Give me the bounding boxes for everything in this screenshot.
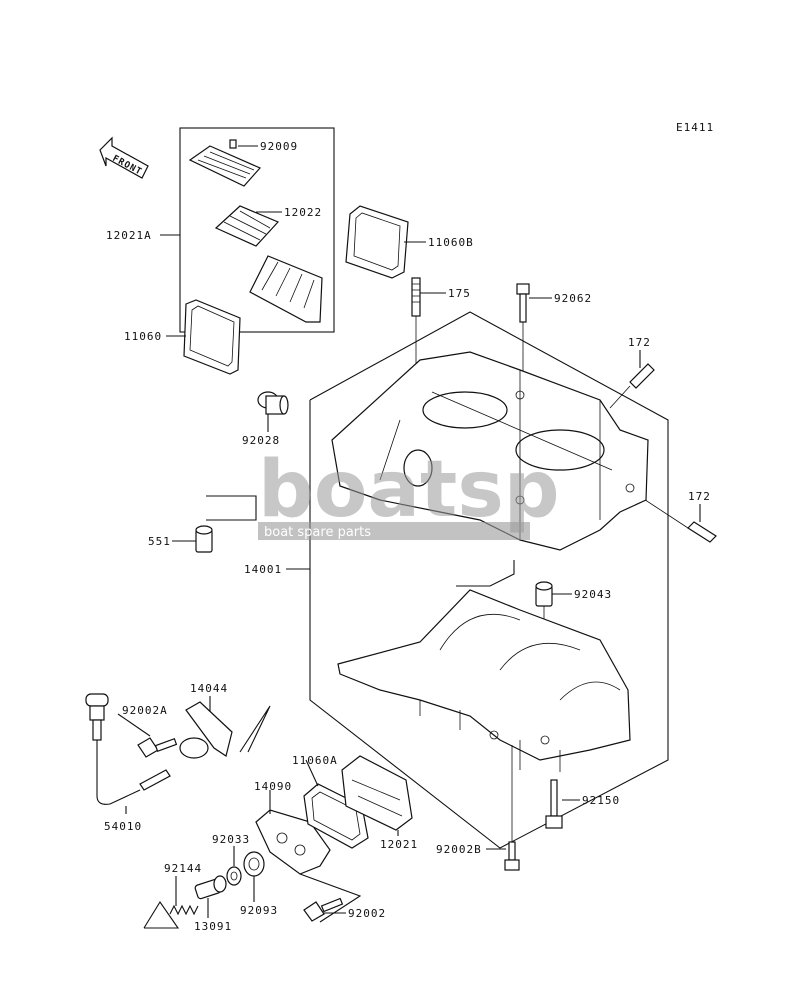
stud-172-upper bbox=[609, 363, 655, 409]
spring-92144 bbox=[169, 904, 199, 916]
cover-14044 bbox=[179, 701, 233, 759]
label-92033: 92033 bbox=[212, 833, 250, 846]
label-92062: 92062 bbox=[554, 292, 592, 305]
leader-lines bbox=[117, 145, 701, 929]
label-551: 551 bbox=[148, 535, 171, 548]
label-11060a: 11060A bbox=[292, 754, 338, 767]
bolt-92002b bbox=[504, 745, 520, 871]
label-92002b: 92002B bbox=[436, 843, 482, 856]
label-172-upper: 172 bbox=[628, 336, 651, 349]
label-14044: 14044 bbox=[190, 682, 228, 695]
label-92093: 92093 bbox=[240, 904, 278, 917]
watermark-text: boatsp bbox=[258, 445, 560, 535]
bolt-92002a bbox=[137, 737, 178, 758]
label-12021: 12021 bbox=[380, 838, 418, 851]
label-14090: 14090 bbox=[254, 780, 292, 793]
dowel-pin-551 bbox=[195, 525, 213, 553]
reed-petals bbox=[214, 205, 280, 247]
label-11060b: 11060B bbox=[428, 236, 474, 249]
label-92009: 92009 bbox=[260, 140, 298, 153]
label-11060: 11060 bbox=[124, 330, 162, 343]
label-172-lower: 172 bbox=[688, 490, 711, 503]
lower-crankcase bbox=[337, 589, 631, 772]
reed-valve-group-box bbox=[179, 127, 335, 333]
label-12022: 12022 bbox=[284, 206, 322, 219]
bushing-13091 bbox=[194, 875, 227, 900]
crankcase-group-outline bbox=[309, 311, 669, 849]
diagram-code: E1411 bbox=[676, 121, 714, 134]
upper-crankcase bbox=[331, 351, 649, 551]
gasket-11060a bbox=[303, 783, 369, 849]
washer-92033 bbox=[226, 866, 242, 886]
watermark-tagline: boat spare parts bbox=[264, 525, 371, 540]
watermark-logo: boatsp boat spare parts bbox=[258, 445, 560, 540]
bolt-92150 bbox=[545, 779, 563, 829]
label-13091: 13091 bbox=[194, 920, 232, 933]
label-175: 175 bbox=[448, 287, 471, 300]
plug-92028 bbox=[257, 391, 289, 415]
label-12021a: 12021A bbox=[106, 229, 152, 242]
reed-cage bbox=[249, 255, 323, 323]
front-arrow-icon: FRONT bbox=[99, 136, 149, 179]
part-labels: 92009 12022 12021A 11060B 11060 175 9206… bbox=[104, 140, 711, 933]
label-14001: 14001 bbox=[244, 563, 282, 576]
seal-92093 bbox=[243, 851, 265, 877]
label-92144: 92144 bbox=[164, 862, 202, 875]
label-92002: 92002 bbox=[348, 907, 386, 920]
gasket-11060 bbox=[183, 299, 241, 375]
label-92150: 92150 bbox=[582, 794, 620, 807]
bolt-92002 bbox=[303, 897, 344, 922]
label-54010: 54010 bbox=[104, 820, 142, 833]
label-92043: 92043 bbox=[574, 588, 612, 601]
reed-stopper-plate bbox=[188, 139, 261, 187]
gasket-11060b bbox=[345, 205, 409, 279]
label-92002a: 92002A bbox=[122, 704, 168, 717]
cover-12021 bbox=[341, 755, 413, 831]
label-92028: 92028 bbox=[242, 434, 280, 447]
cable-54010 bbox=[85, 693, 171, 805]
